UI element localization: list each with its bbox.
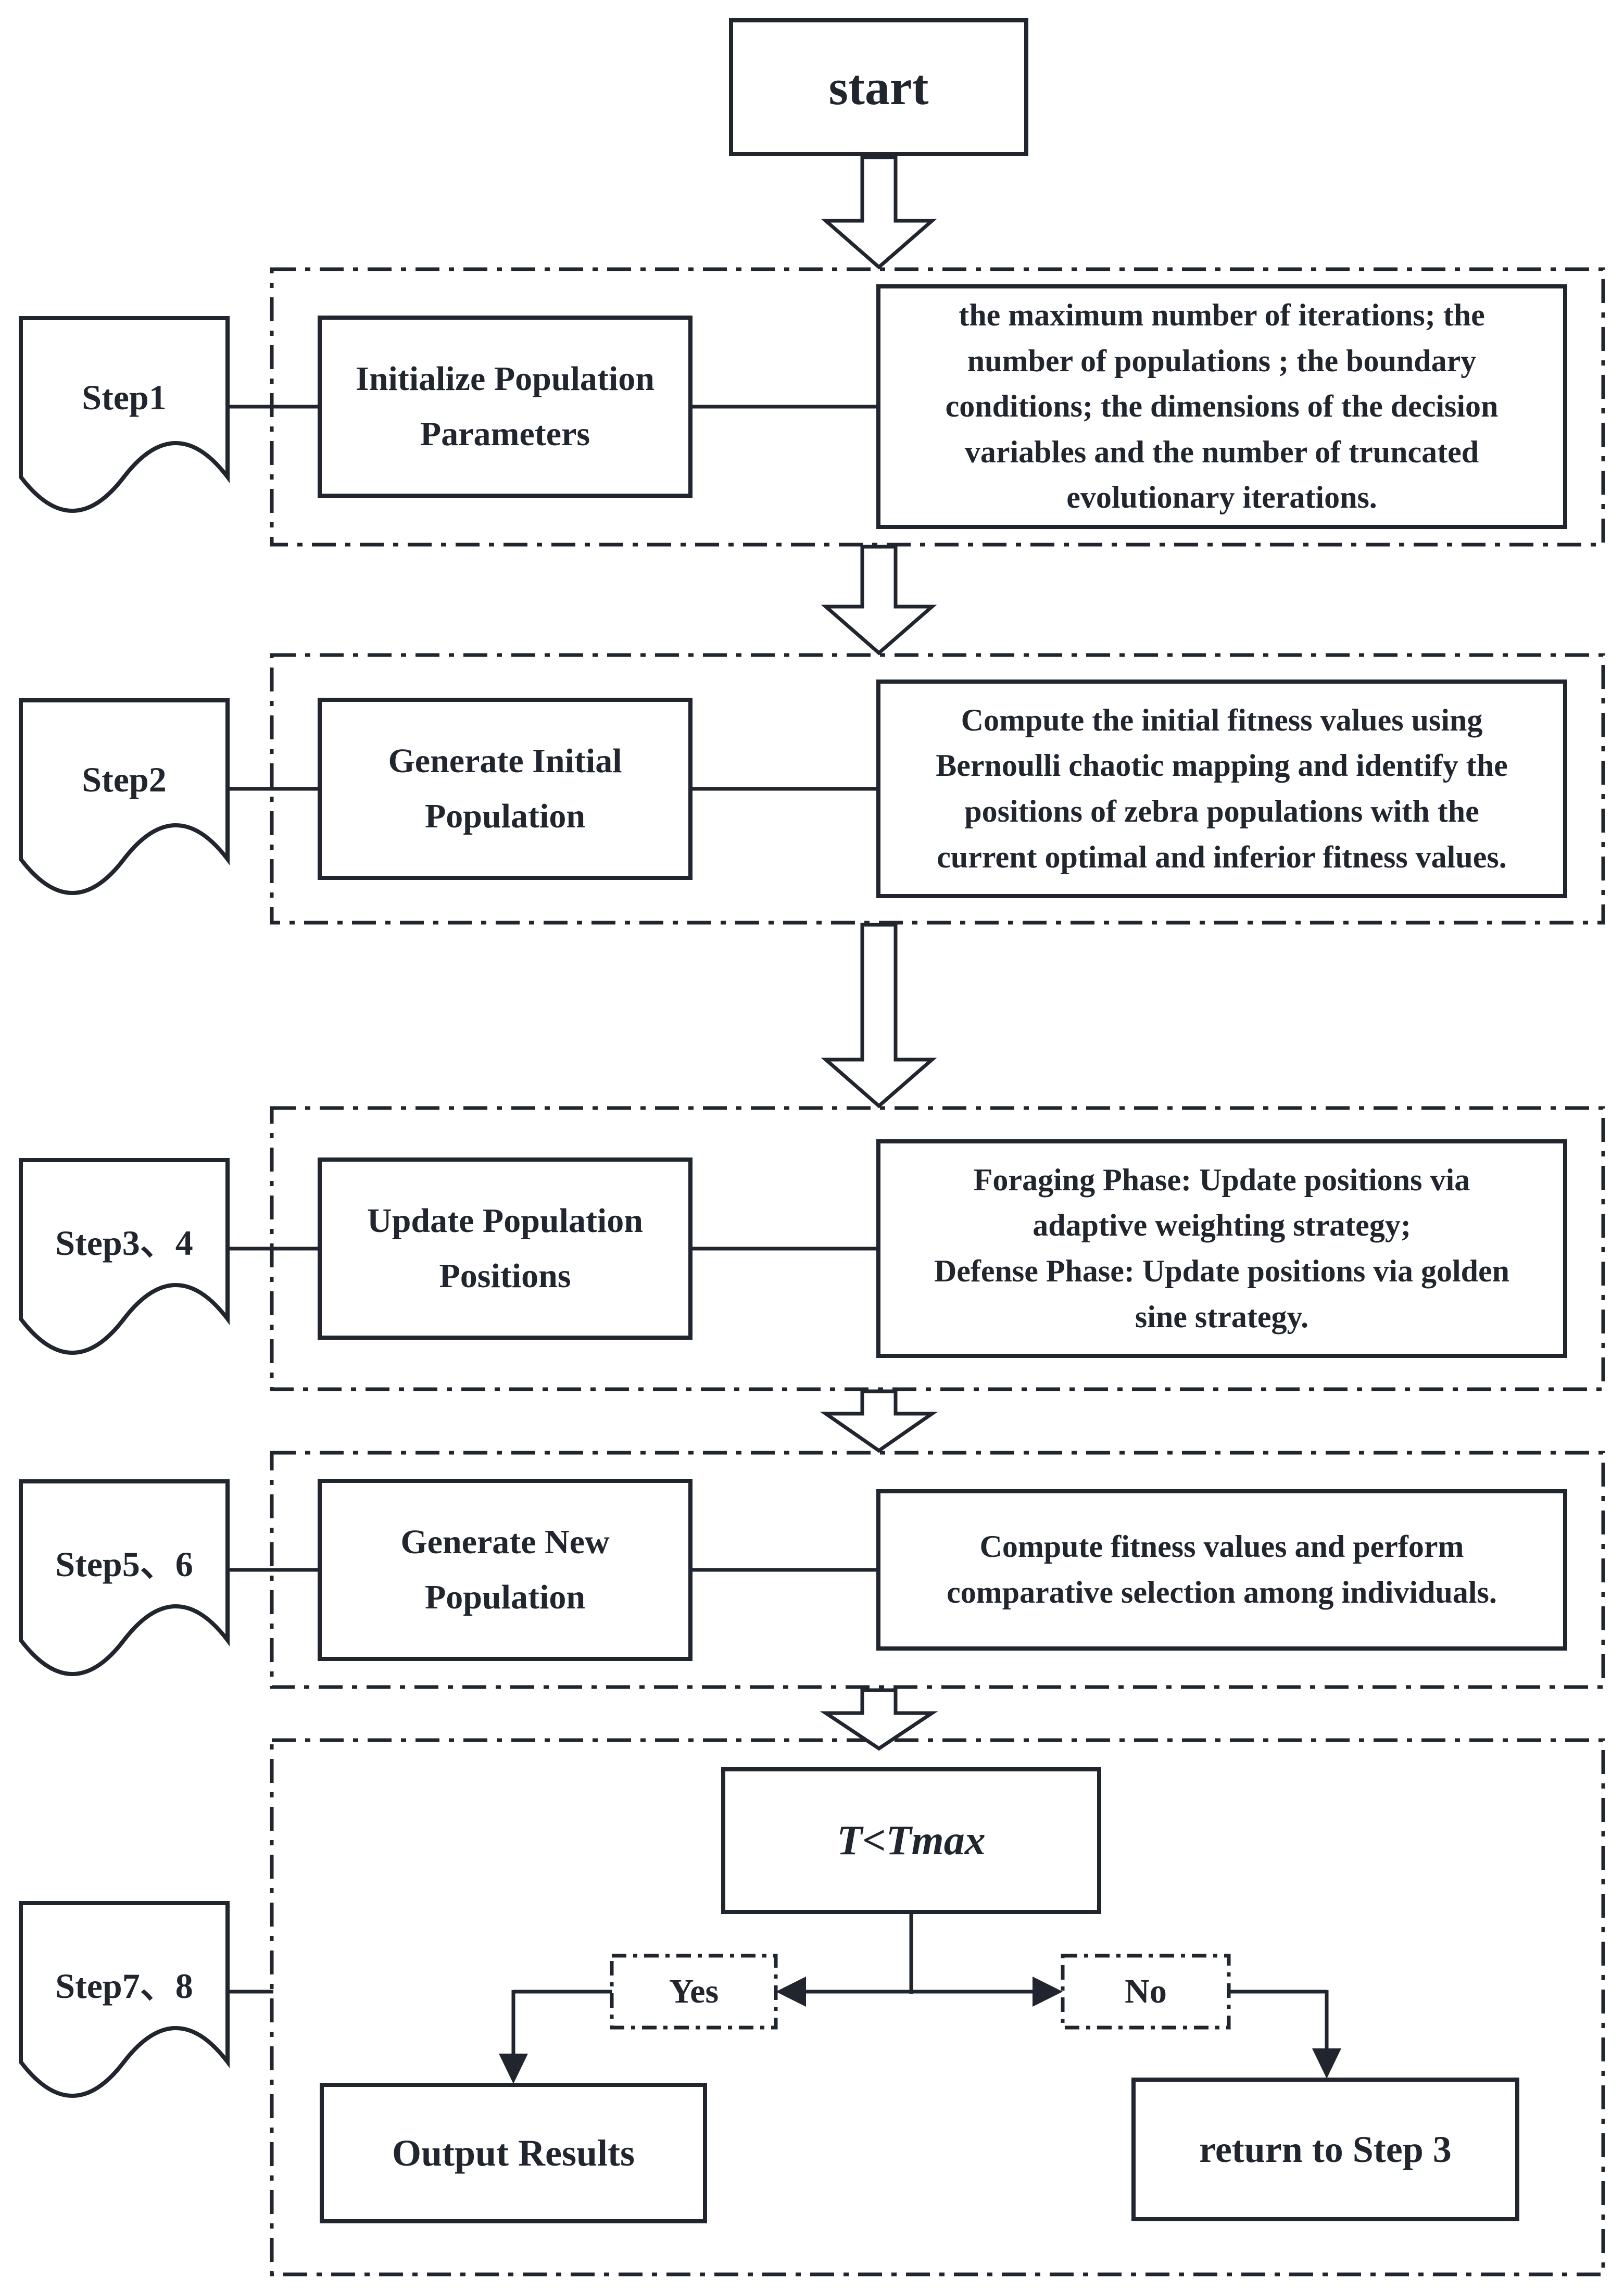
no-box-border — [1061, 1954, 1231, 2030]
step2-doc-shape — [19, 698, 230, 895]
arrowhead-into-output — [499, 2054, 528, 2084]
step5-6-action-box: Generate New Population — [318, 1479, 693, 1661]
step2-detail-box: Compute the initial fitness values using… — [876, 680, 1567, 898]
step3-4-doc-shape — [19, 1158, 230, 1355]
return-to-step3-box: return to Step 3 — [1131, 2078, 1519, 2221]
flow-arrow-down-3 — [821, 923, 937, 1109]
step2-group-border — [270, 653, 1605, 925]
arrowhead-into-no — [1033, 1977, 1063, 2007]
output-results-box: Output Results — [320, 2083, 707, 2223]
step7-8-doc-shape — [19, 1901, 230, 2098]
step7-8-doc-label: Step7、8 — [55, 1966, 193, 2006]
yes-label: Yes — [669, 1972, 719, 2010]
no-label: No — [1125, 1972, 1167, 2010]
step3-4-doc-label: Step3、4 — [55, 1223, 193, 1263]
step1-doc-shape — [19, 316, 230, 513]
arrowhead-into-yes — [776, 1977, 806, 2007]
arrowhead-into-return — [1312, 2048, 1341, 2079]
flow-arrow-down-5 — [820, 1688, 938, 1751]
start-box-label: start — [828, 59, 929, 115]
step1-detail-box: the maximum number of iterations; the nu… — [876, 284, 1567, 529]
step7-8-group-border — [270, 1738, 1605, 2276]
start-box: start — [729, 18, 1028, 156]
step3-4-detail-box: Foraging Phase: Update positions via ada… — [876, 1139, 1567, 1358]
step3-4-action-box: Update Population Positions — [318, 1157, 693, 1340]
step5-6-group-border — [270, 1451, 1605, 1689]
step2-action-box: Generate Initial Population — [318, 698, 693, 880]
condition-box: T<Tmax — [721, 1767, 1101, 1914]
flow-arrow-down-2 — [821, 545, 937, 656]
step5-6-doc-shape — [19, 1479, 230, 1676]
step5-6-detail-box: Compute fitness values and perform compa… — [876, 1489, 1567, 1651]
step1-action-box: Initialize Population Parameters — [318, 316, 693, 498]
step1-doc-label: Step1 — [82, 378, 167, 417]
step5-6-doc-label: Step5、6 — [55, 1544, 193, 1584]
step2-doc-label: Step2 — [82, 760, 167, 799]
flow-arrow-down-4 — [820, 1389, 938, 1453]
flow-arrow-down-1 — [821, 155, 937, 270]
